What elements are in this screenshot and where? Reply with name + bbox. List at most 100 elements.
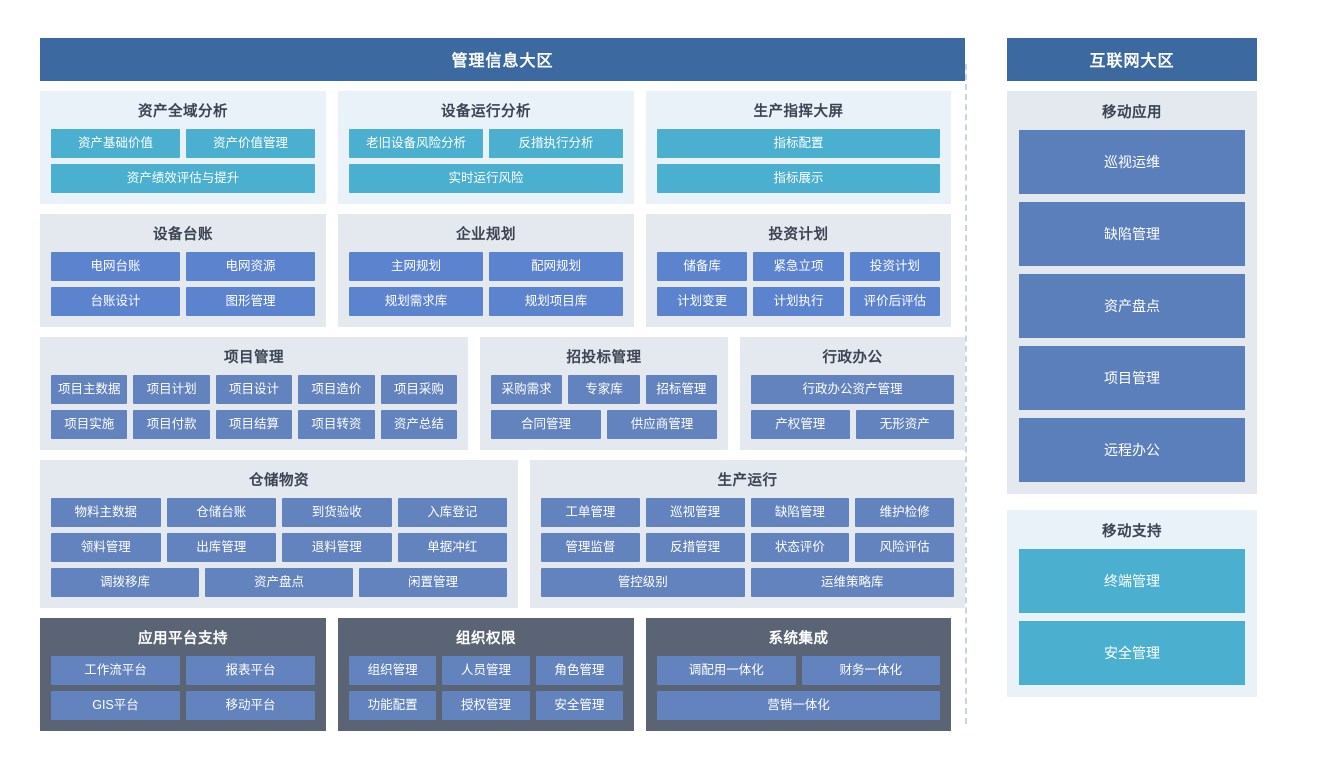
module-button[interactable]: 项目采购	[380, 375, 458, 404]
panel-enterprise-planning: 企业规划主网规划配网规划规划需求库规划项目库	[338, 214, 634, 327]
module-button[interactable]: 计划执行	[753, 287, 844, 316]
module-button[interactable]: 资产盘点	[1019, 274, 1245, 338]
button-row: 管控级别运维策略库	[541, 568, 954, 597]
module-button[interactable]: 单据冲红	[397, 533, 507, 562]
module-button[interactable]: 储备库	[657, 252, 748, 281]
module-button[interactable]: 资产基础价值	[51, 129, 180, 158]
module-button[interactable]: 项目计划	[133, 375, 210, 404]
panel-buttons: 采购需求专家库招标管理合同管理供应商管理	[491, 375, 717, 439]
panel-row: 项目管理项目主数据项目计划项目设计项目造价项目采购项目实施项目付款项目结算项目转…	[40, 337, 965, 450]
module-button[interactable]: 工作流平台	[51, 656, 180, 685]
module-button[interactable]: 财务一体化	[801, 656, 940, 685]
module-button[interactable]: 合同管理	[491, 410, 601, 439]
button-row: 项目实施项目付款项目结算项目转资资产总结	[51, 410, 458, 439]
module-button[interactable]: 图形管理	[186, 287, 315, 316]
panel-title: 行政办公	[822, 350, 883, 366]
module-button[interactable]: 台账设计	[51, 287, 180, 316]
module-button[interactable]: 专家库	[568, 375, 640, 404]
module-button[interactable]: 入库登记	[397, 498, 507, 527]
panel-title: 应用平台支持	[138, 631, 228, 647]
zone-divider	[965, 64, 967, 724]
module-button[interactable]: 反措管理	[645, 533, 745, 562]
button-row: 资产绩效评估与提升	[51, 164, 315, 193]
module-button[interactable]: 主网规划	[349, 252, 483, 281]
module-button[interactable]: 巡视管理	[645, 498, 745, 527]
module-button[interactable]: 安全管理	[535, 691, 623, 720]
module-button[interactable]: 运维策略库	[750, 568, 954, 597]
module-button[interactable]: 调配用一体化	[657, 656, 796, 685]
module-button[interactable]: 资产价值管理	[186, 129, 315, 158]
module-button[interactable]: 安全管理	[1019, 621, 1245, 685]
module-button[interactable]: 资产总结	[380, 410, 458, 439]
module-button[interactable]: 到货验收	[282, 498, 392, 527]
module-button[interactable]: 终端管理	[1019, 549, 1245, 613]
module-button[interactable]: 维护检修	[855, 498, 954, 527]
module-button[interactable]: 管控级别	[541, 568, 745, 597]
module-button[interactable]: 紧急立项	[753, 252, 844, 281]
module-button[interactable]: 闲置管理	[359, 568, 507, 597]
module-button[interactable]: 项目设计	[215, 375, 293, 404]
panel-system-integration: 系统集成调配用一体化财务一体化营销一体化	[646, 618, 951, 731]
panel-organization-permission: 组织权限组织管理人员管理角色管理功能配置授权管理安全管理	[338, 618, 634, 731]
module-button[interactable]: 计划变更	[657, 287, 748, 316]
module-button[interactable]: 物料主数据	[51, 498, 161, 527]
module-button[interactable]: 管理监督	[541, 533, 640, 562]
module-button[interactable]: 项目实施	[51, 410, 128, 439]
button-row: 组织管理人员管理角色管理	[349, 656, 623, 685]
module-button[interactable]: 配网规划	[489, 252, 623, 281]
module-button[interactable]: 规划项目库	[489, 287, 623, 316]
module-button[interactable]: 退料管理	[282, 533, 392, 562]
module-button[interactable]: 实时运行风险	[349, 164, 623, 193]
module-button[interactable]: 风险评估	[855, 533, 954, 562]
panel-title: 项目管理	[224, 350, 284, 366]
module-button[interactable]: 出库管理	[166, 533, 276, 562]
module-button[interactable]: 人员管理	[442, 656, 530, 685]
module-button[interactable]: 项目造价	[298, 375, 375, 404]
module-button[interactable]: 营销一体化	[657, 691, 940, 720]
module-button[interactable]: 项目主数据	[51, 375, 128, 404]
module-button[interactable]: 移动平台	[186, 691, 315, 720]
module-button[interactable]: 角色管理	[535, 656, 623, 685]
module-button[interactable]: 电网台账	[51, 252, 180, 281]
module-button[interactable]: 行政办公资产管理	[751, 375, 954, 404]
panel-buttons: 工单管理巡视管理缺陷管理维护检修管理监督反措管理状态评价风险评估管控级别运维策略…	[541, 498, 954, 597]
module-button[interactable]: 缺陷管理	[1019, 202, 1245, 266]
module-button[interactable]: 供应商管理	[607, 410, 717, 439]
module-button[interactable]: 反措执行分析	[489, 129, 623, 158]
module-button[interactable]: 指标展示	[657, 164, 940, 193]
module-button[interactable]: 老旧设备风险分析	[349, 129, 483, 158]
module-button[interactable]: 缺陷管理	[750, 498, 850, 527]
module-button[interactable]: 投资计划	[849, 252, 940, 281]
module-button[interactable]: 项目结算	[215, 410, 293, 439]
module-button[interactable]: 评价后评估	[849, 287, 940, 316]
module-button[interactable]: GIS平台	[51, 691, 180, 720]
button-row: 工作流平台报表平台	[51, 656, 315, 685]
module-button[interactable]: 招标管理	[645, 375, 717, 404]
module-button[interactable]: 无形资产	[855, 410, 954, 439]
module-button[interactable]: 工单管理	[541, 498, 640, 527]
panel-title: 招投标管理	[566, 350, 642, 366]
module-button[interactable]: 状态评价	[750, 533, 850, 562]
module-button[interactable]: 指标配置	[657, 129, 940, 158]
module-button[interactable]: 产权管理	[751, 410, 850, 439]
module-button[interactable]: 报表平台	[186, 656, 315, 685]
module-button[interactable]: 项目付款	[133, 410, 210, 439]
panel-mobile-support: 移动支持终端管理安全管理	[1007, 510, 1257, 697]
module-button[interactable]: 功能配置	[349, 691, 437, 720]
module-button[interactable]: 授权管理	[442, 691, 530, 720]
module-button[interactable]: 组织管理	[349, 656, 437, 685]
module-button[interactable]: 规划需求库	[349, 287, 483, 316]
module-button[interactable]: 调拨移库	[51, 568, 199, 597]
module-button[interactable]: 领料管理	[51, 533, 161, 562]
module-button[interactable]: 项目管理	[1019, 346, 1245, 410]
module-button[interactable]: 资产盘点	[205, 568, 353, 597]
module-button[interactable]: 采购需求	[491, 375, 563, 404]
module-button[interactable]: 项目转资	[298, 410, 375, 439]
button-row: 资产基础价值资产价值管理	[51, 129, 315, 158]
module-button[interactable]: 资产绩效评估与提升	[51, 164, 315, 193]
module-button[interactable]: 巡视运维	[1019, 130, 1245, 194]
module-button[interactable]: 远程办公	[1019, 418, 1245, 482]
module-button[interactable]: 仓储台账	[166, 498, 276, 527]
module-button[interactable]: 电网资源	[186, 252, 315, 281]
